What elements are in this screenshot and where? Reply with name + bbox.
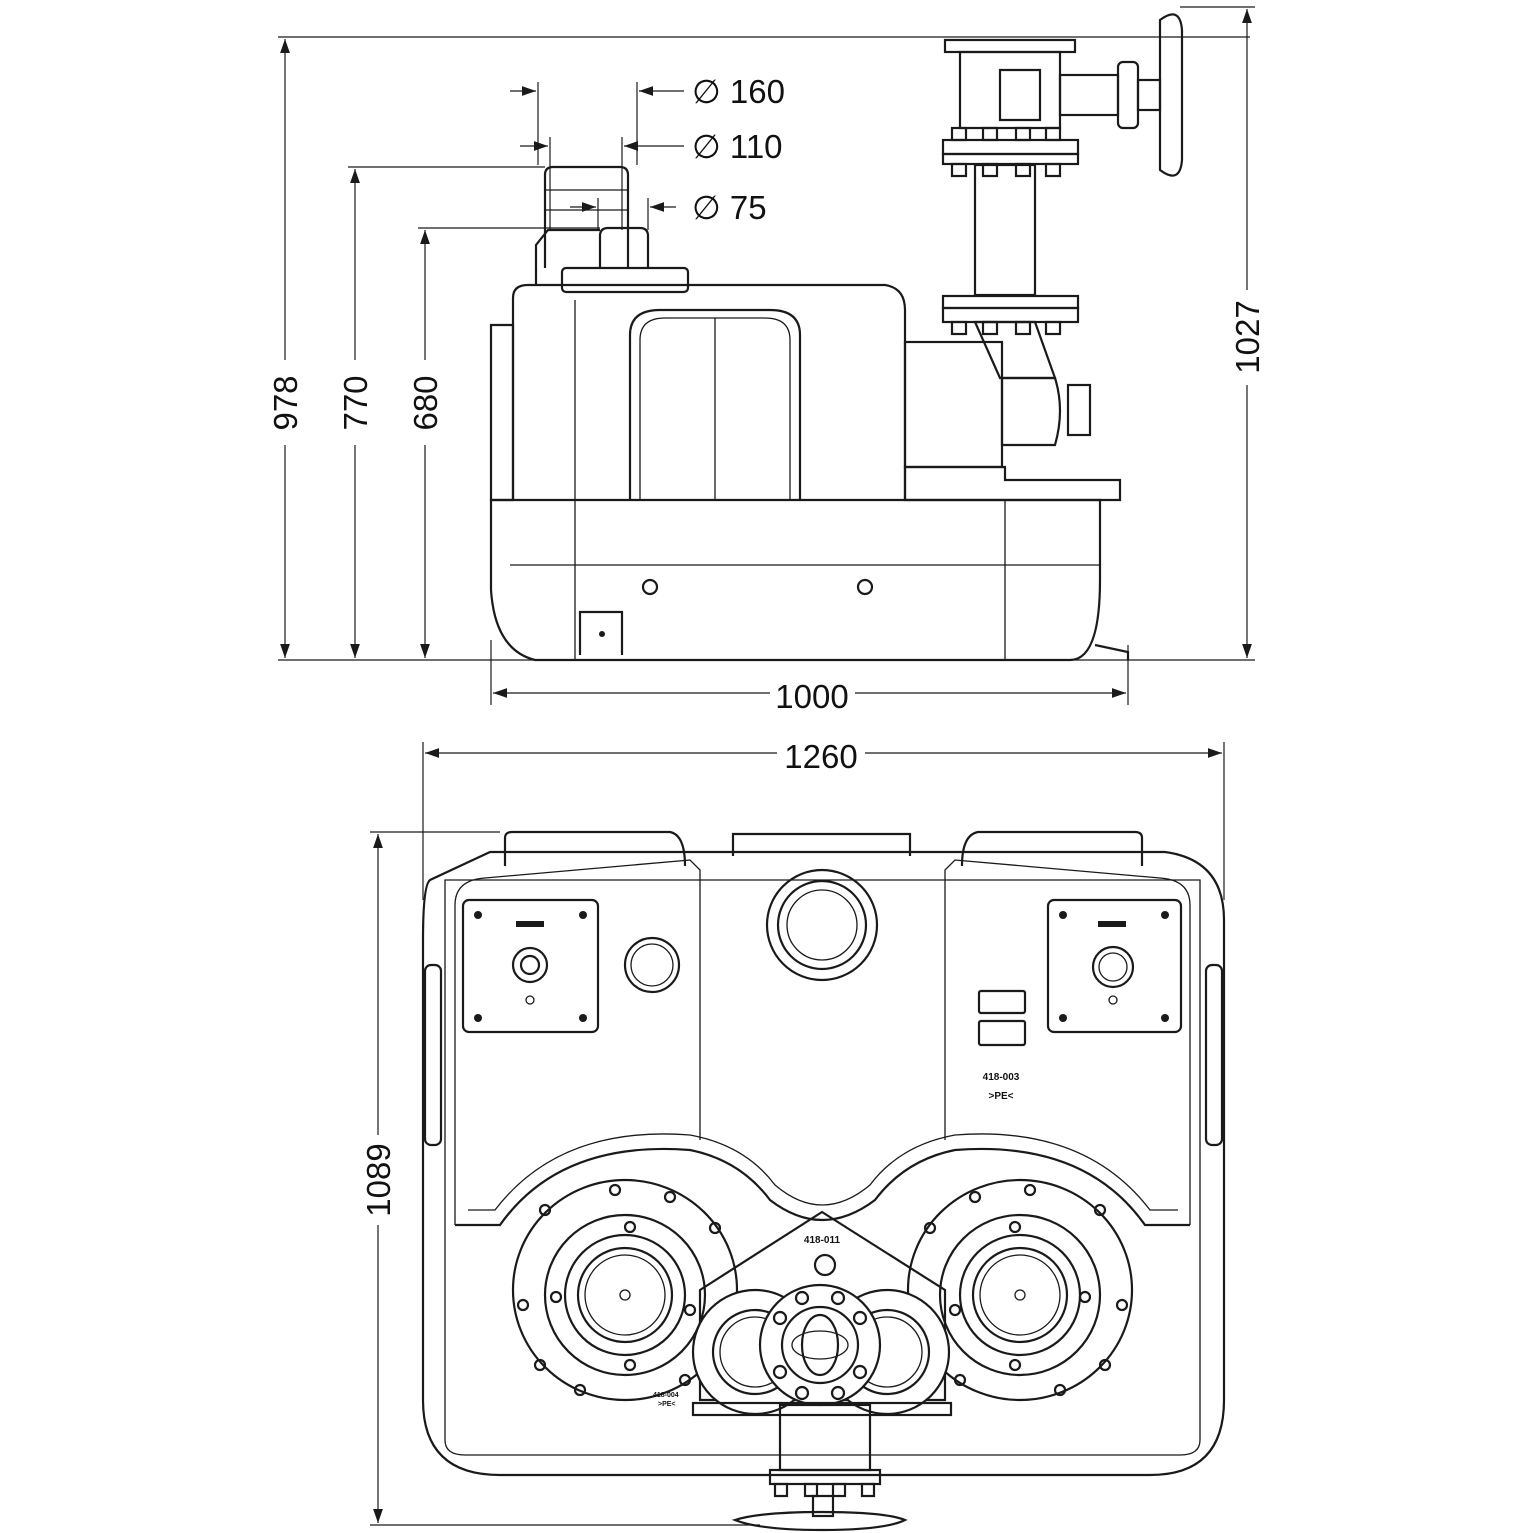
dimension-dia-160: ∅ 160	[510, 73, 785, 165]
discharge-pipe	[973, 163, 1037, 297]
dimension-1027: 1027	[1229, 8, 1266, 658]
dimension-1089: 1089	[360, 834, 397, 1523]
dimension-dia-110: ∅ 110	[520, 128, 783, 230]
dim-680-label: 680	[407, 375, 444, 430]
material-label: >PE<	[988, 1091, 1013, 1102]
dia-160-label: ∅ 160	[692, 73, 785, 110]
gate-valve	[943, 38, 1162, 130]
dim-770-label: 770	[337, 375, 374, 430]
side-elevation-view: 978 770 680 1027 1000 ∅ 160	[267, 6, 1266, 715]
dimension-978: 978	[267, 39, 304, 658]
dimension-680: 680	[407, 230, 444, 658]
inlet-160-top	[765, 868, 879, 982]
dim-1260-label: 1260	[784, 738, 857, 775]
top-lugs	[503, 830, 1144, 867]
dimension-770: 770	[337, 169, 374, 658]
inlet-75	[598, 226, 650, 268]
dimension-1000: 1000	[493, 678, 1126, 715]
dim-978-label: 978	[267, 375, 304, 430]
inlet-160	[543, 165, 630, 268]
plan-view: 1260 1089	[360, 738, 1226, 1532]
dimension-1260: 1260	[425, 738, 1222, 775]
flange-center	[758, 1283, 882, 1407]
pump-left-code: 418-004	[653, 1392, 679, 1399]
dim-1027-label: 1027	[1229, 300, 1266, 373]
inlet-75-top	[623, 936, 681, 994]
dim-1089-label: 1089	[360, 1143, 397, 1216]
pump-right	[906, 1178, 1134, 1402]
bottom-gate-valve	[768, 1403, 882, 1518]
flange-upper	[941, 138, 1080, 166]
control-panel-right	[1046, 898, 1183, 1034]
handwheel-side[interactable]	[1158, 13, 1184, 177]
handwheel-bottom[interactable]	[731, 1510, 908, 1532]
tank-cover	[511, 283, 907, 500]
pump-motor	[903, 340, 1004, 469]
pump-left-material: >PE<	[658, 1401, 676, 1408]
tank-base	[489, 498, 1102, 662]
pump-left: 418-004 >PE<	[511, 1178, 739, 1408]
flange-lower	[941, 294, 1080, 324]
dim-1000-label: 1000	[775, 678, 848, 715]
dia-75-label: ∅ 75	[692, 189, 767, 226]
control-panel-left	[461, 898, 600, 1034]
dimension-dia-75: ∅ 75	[570, 189, 767, 230]
tank-outline	[421, 850, 1226, 1477]
dia-110-label: ∅ 110	[692, 128, 783, 165]
center-code: 418-011	[804, 1235, 841, 1246]
plate-code: 418-003	[983, 1072, 1020, 1083]
tank-handle-recess	[628, 308, 802, 500]
